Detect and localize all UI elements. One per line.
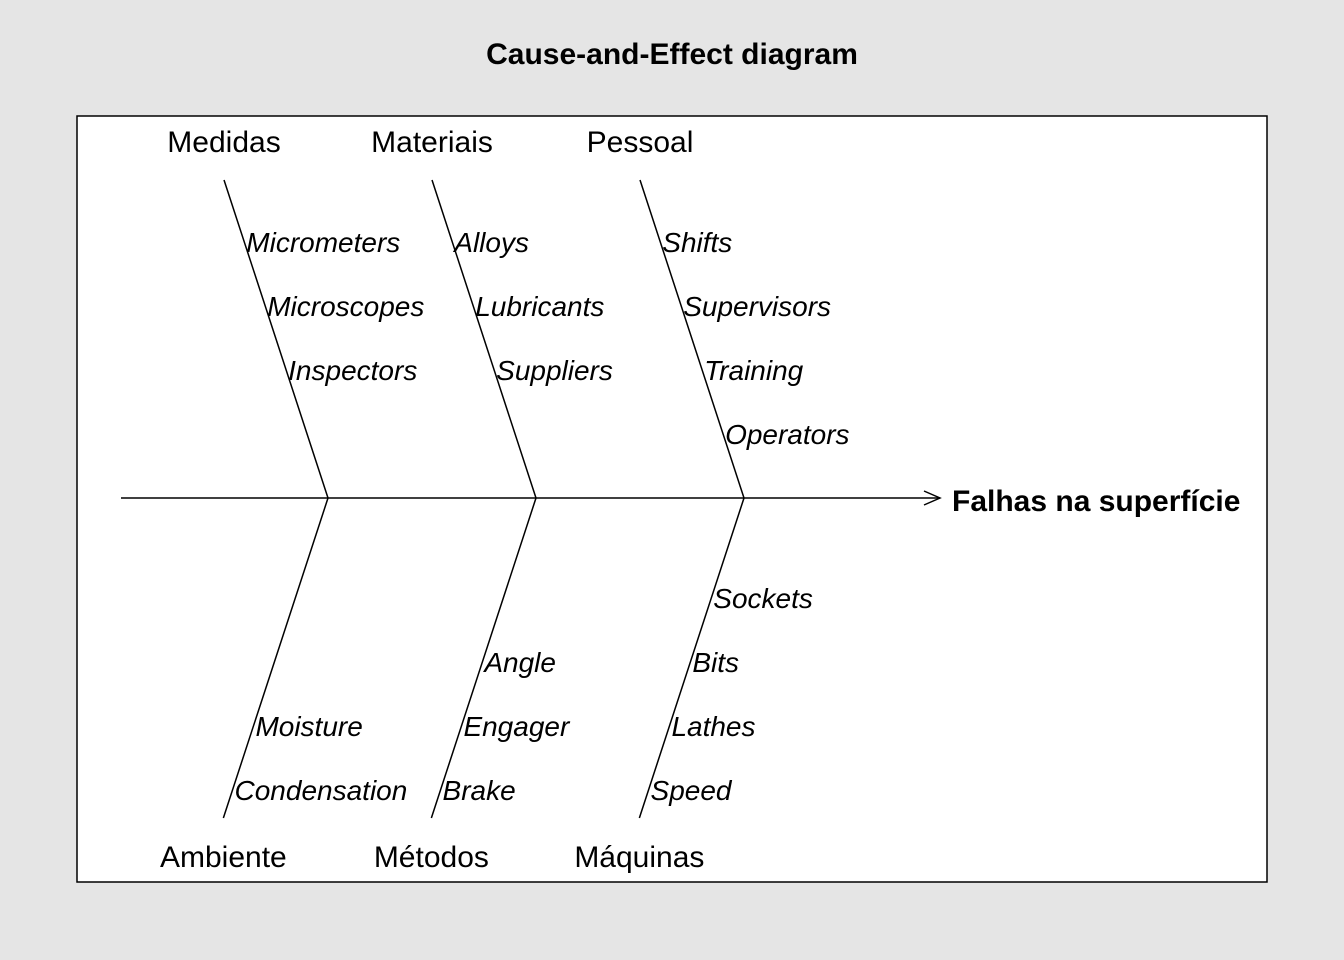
cause-label: Suppliers (496, 355, 613, 386)
category-label: Materiais (371, 126, 493, 159)
bone-top-materiais (431, 179, 537, 499)
category-label: Ambiente (160, 841, 287, 874)
cause-label: Brake (443, 775, 516, 806)
category-label: Métodos (374, 841, 489, 874)
bone-bottom-metodos (430, 497, 537, 819)
bone-top-medidas (223, 179, 329, 499)
cause-label: Operators (725, 419, 850, 450)
cause-label: Inspectors (288, 355, 417, 386)
cause-label: Angle (482, 647, 556, 678)
cause-label: Sockets (713, 583, 813, 614)
cause-label: Alloys (452, 227, 529, 258)
branches-group: MedidasMicrometersMicroscopesInspectorsM… (160, 126, 850, 874)
cause-label: Training (704, 355, 804, 386)
cause-label: Microscopes (267, 291, 424, 322)
category-label: Máquinas (574, 841, 704, 874)
spine-arrowhead (923, 490, 942, 506)
effect-label: Falhas na superfície (952, 485, 1240, 518)
cause-label: Lathes (671, 711, 755, 742)
category-label: Medidas (167, 126, 280, 159)
cause-label: Supervisors (683, 291, 831, 322)
cause-label: Condensation (235, 775, 408, 806)
cause-label: Shifts (662, 227, 732, 258)
bone-top-pessoal (639, 179, 745, 499)
bone-bottom-maquinas (638, 497, 745, 819)
plot-frame (76, 115, 1268, 883)
diagram-title: Cause-and-Effect diagram (486, 38, 858, 71)
cause-label: Lubricants (475, 291, 604, 322)
cause-label: Engager (463, 711, 571, 742)
cause-label: Bits (692, 647, 739, 678)
category-label: Pessoal (587, 126, 694, 159)
bone-bottom-ambiente (222, 497, 329, 819)
cause-label: Micrometers (246, 227, 400, 258)
cause-label: Moisture (255, 711, 362, 742)
cause-label: Speed (651, 775, 733, 806)
